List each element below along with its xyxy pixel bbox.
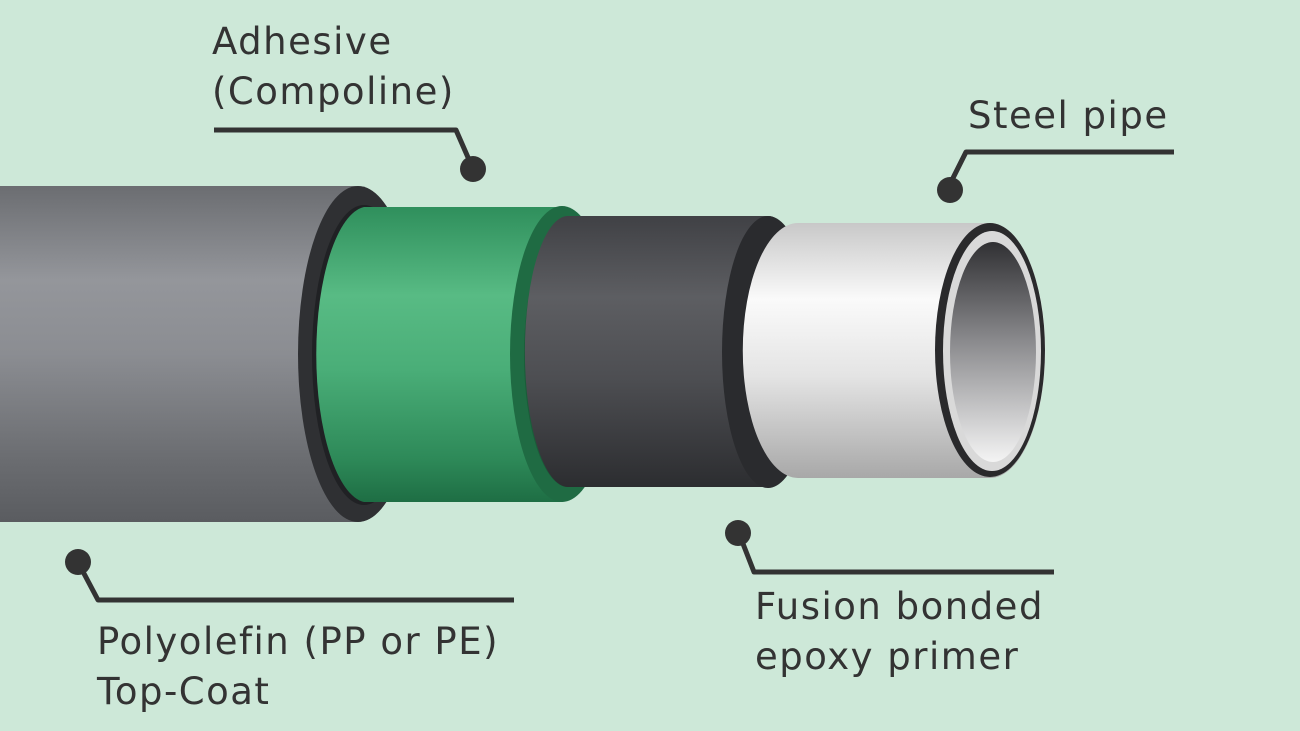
steel-pipe-label-line1: Steel pipe [968,94,1169,137]
adhesive-leader-dot [460,156,486,182]
polyolefin-label-line2: Top-Coat [97,670,271,713]
fusion-epoxy-label: Fusion bonded epoxy primer [755,582,1044,682]
fusion-leader-line [737,535,1054,575]
adhesive-label-line2: (Compoline) [212,70,455,113]
polyolefin-leader-line [77,564,514,603]
steel-pipe-layer [742,223,1046,478]
polyolefin-label-line1: Polyolefin (PP or PE) [97,620,500,663]
steel-pipe-label: Steel pipe [968,91,1169,141]
polyolefin-label: Polyolefin (PP or PE) Top-Coat [97,617,499,717]
steel-pipe-leader-dot [937,177,963,203]
fusion-leader-dot [725,520,751,546]
fusion-label-line1: Fusion bonded [755,585,1044,628]
polyolefin-leader-dot [65,549,91,575]
steel-pipe-leader-line [947,149,1174,186]
adhesive-label-line1: Adhesive [212,20,393,63]
adhesive-label: Adhesive (Compoline) [212,17,455,117]
adhesive-leader-line [214,127,473,164]
fusion-label-line2: epoxy primer [755,635,1020,678]
